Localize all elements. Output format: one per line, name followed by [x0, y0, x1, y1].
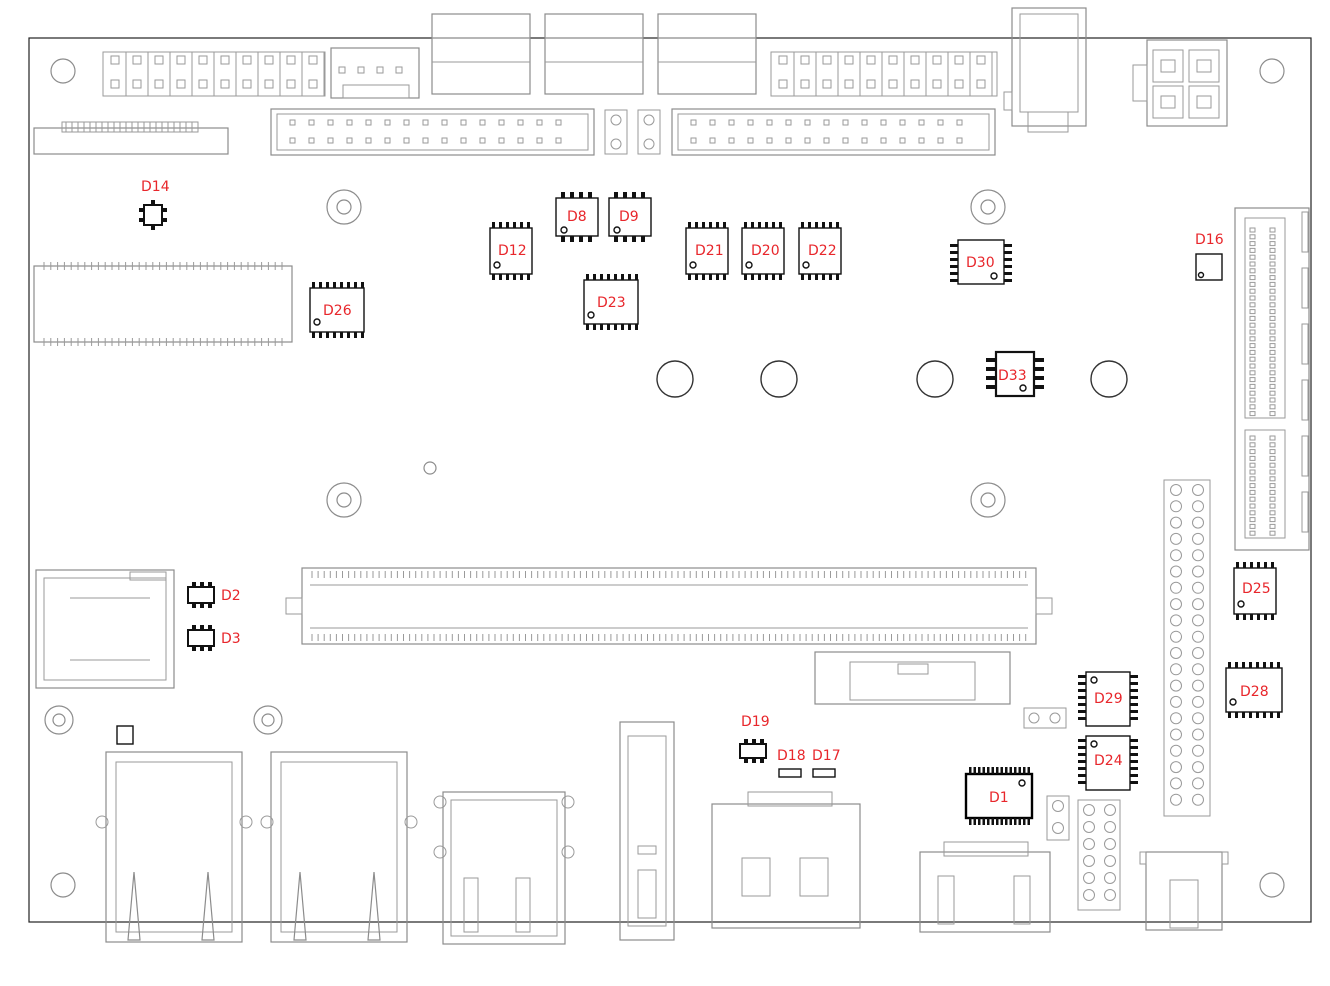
mount-circle-3 — [916, 360, 954, 398]
mount-hole-tl — [50, 58, 76, 84]
component-d9 — [608, 192, 652, 242]
mount-hole-rj-1-in — [52, 713, 66, 727]
label-d28: D28 — [1240, 684, 1269, 700]
top-connector-1 — [431, 13, 531, 95]
top-connector-2 — [544, 13, 644, 95]
label-d20: D20 — [751, 243, 780, 259]
edge-connector-right — [1234, 207, 1310, 551]
jumper-small — [1023, 707, 1067, 729]
component-d19 — [739, 739, 767, 763]
mount-hole-rj-2 — [253, 705, 283, 735]
mount-hole-rj-1 — [44, 705, 74, 735]
standoff-2-in — [980, 199, 996, 215]
component-d23 — [583, 274, 639, 330]
component-d17 — [812, 768, 836, 778]
component-d24 — [1078, 735, 1138, 791]
label-d23: D23 — [597, 295, 626, 311]
component-d29 — [1078, 671, 1138, 727]
mount-circle-1 — [656, 360, 694, 398]
component-d2 — [187, 582, 215, 608]
hdmi-connector — [919, 841, 1051, 933]
pin-header-right-vertical — [1163, 479, 1211, 817]
top-connector-3 — [657, 13, 757, 95]
led-square — [116, 725, 134, 745]
label-d17: D17 — [812, 748, 841, 764]
standoff-2 — [970, 189, 1006, 225]
mount-circle-4 — [1090, 360, 1128, 398]
label-d30: D30 — [966, 255, 995, 271]
component-d26 — [309, 282, 365, 338]
standoff-4 — [970, 482, 1006, 518]
label-d3: D3 — [221, 631, 241, 647]
mount-circle-2 — [760, 360, 798, 398]
rj45-port-1 — [95, 751, 253, 943]
component-d21 — [685, 222, 729, 280]
label-d24: D24 — [1094, 753, 1123, 769]
standoff-3-in — [336, 492, 352, 508]
box-header-left — [270, 108, 595, 156]
label-d33: D33 — [998, 368, 1027, 384]
mount-hole-bl — [50, 872, 76, 898]
component-d20 — [741, 222, 785, 280]
component-d8 — [555, 192, 599, 242]
component-d16 — [1195, 253, 1223, 281]
m2-slot — [33, 262, 293, 346]
label-d12: D12 — [498, 243, 527, 259]
component-d14 — [139, 200, 167, 230]
label-d18: D18 — [777, 748, 806, 764]
label-d1: D1 — [989, 790, 1009, 806]
label-d2: D2 — [221, 588, 241, 604]
component-d1 — [964, 767, 1034, 825]
fiducial — [423, 461, 437, 475]
atx-power-connector — [1132, 39, 1228, 127]
label-d22: D22 — [808, 243, 837, 259]
pin-header-top-left — [102, 51, 326, 97]
label-d29: D29 — [1094, 691, 1123, 707]
label-d26: D26 — [323, 303, 352, 319]
component-d18 — [778, 768, 802, 778]
label-d19: D19 — [741, 714, 770, 730]
box-header-right — [671, 108, 996, 156]
pin-header-bottom-right — [1046, 795, 1121, 911]
label-d9: D9 — [619, 209, 639, 225]
component-d33 — [986, 350, 1044, 398]
standoff-1 — [326, 189, 362, 225]
component-d28 — [1225, 662, 1283, 718]
component-d25 — [1233, 562, 1277, 620]
label-d16: D16 — [1195, 232, 1224, 248]
label-d14: D14 — [141, 179, 170, 195]
standoff-4-in — [980, 492, 996, 508]
standoff-1-in — [336, 199, 352, 215]
component-d22 — [798, 222, 842, 280]
displayport-connector — [711, 791, 861, 929]
mount-hole-br — [1259, 872, 1285, 898]
label-d8: D8 — [567, 209, 587, 225]
usb-vertical-connector — [619, 721, 675, 941]
component-d30 — [950, 239, 1012, 285]
usb-port-double — [433, 791, 575, 945]
fan-connector — [330, 47, 420, 99]
pin-header-top-right — [770, 51, 998, 97]
sd-card-slot — [35, 569, 175, 689]
power-jack — [1003, 7, 1087, 133]
sodimm-slot — [285, 567, 1053, 645]
component-d12 — [489, 222, 533, 280]
standoff-3 — [326, 482, 362, 518]
label-d21: D21 — [695, 243, 724, 259]
label-d25: D25 — [1242, 581, 1271, 597]
component-d3 — [187, 625, 215, 651]
mini-usb-connector — [1139, 851, 1229, 931]
jumper-center — [604, 109, 661, 155]
mount-hole-tr — [1259, 58, 1285, 84]
fpc-connector — [33, 121, 229, 155]
rj45-port-2 — [260, 751, 418, 943]
mount-hole-rj-2-in — [261, 713, 275, 727]
battery-holder — [814, 651, 1011, 705]
